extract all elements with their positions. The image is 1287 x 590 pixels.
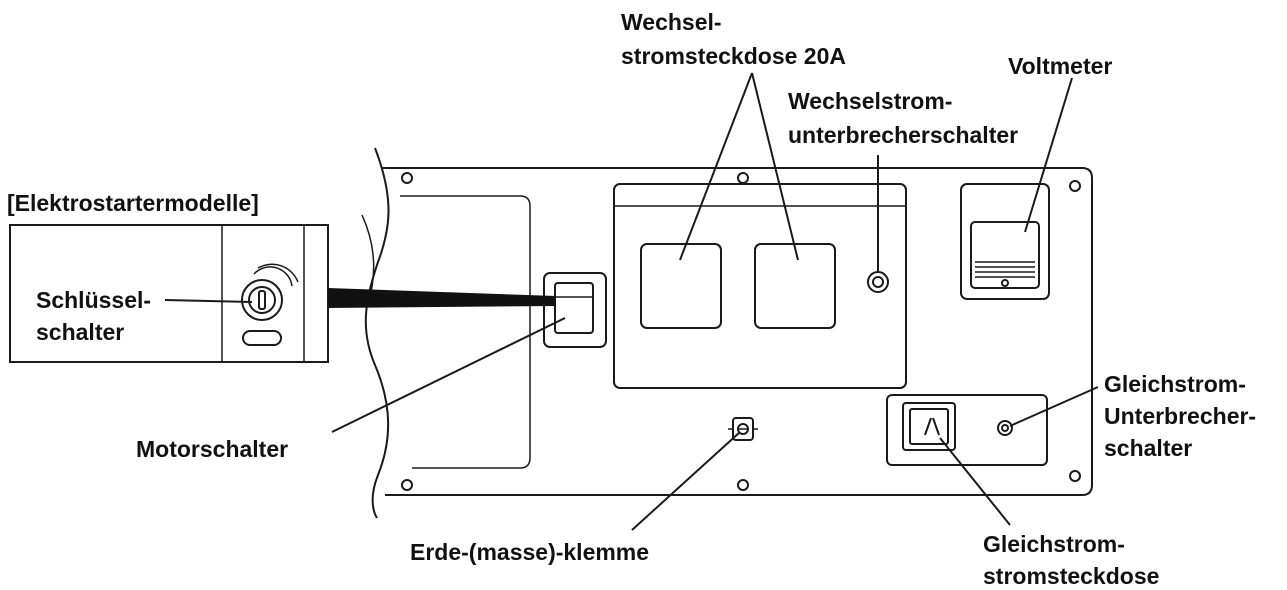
ac-breaker-icon[interactable] <box>867 271 889 293</box>
key-switch-label-line1: Schlüssel- <box>36 287 151 313</box>
dc-breaker-label-line2: Unterbrecher- <box>1104 403 1256 429</box>
dc-outlet-label-line1: Gleichstrom- <box>983 531 1125 557</box>
voltmeter-icon <box>960 183 1050 300</box>
panel-outline <box>382 167 1093 496</box>
dc-breaker-icon[interactable] <box>997 420 1013 436</box>
ground-terminal-icon <box>728 417 758 441</box>
screw-icon <box>401 479 413 491</box>
dc-breaker-label-line3: schalter <box>1104 435 1192 461</box>
screw-icon <box>737 479 749 491</box>
ac-outlet-label-line1: Wechsel- <box>621 9 722 35</box>
dc-outlet-label-line2: stromsteckdose <box>983 563 1159 589</box>
leader-lines <box>164 72 1099 531</box>
ground-terminal-label: Erde-(masse)-klemme <box>410 539 649 565</box>
screw-icon <box>737 172 749 184</box>
engine-switch-label: Motorschalter <box>136 436 288 462</box>
dc-breaker-label-line1: Gleichstrom- <box>1104 371 1246 397</box>
dc-outlet-icon[interactable] <box>902 402 956 451</box>
inset-pointer <box>328 288 556 308</box>
ac-outlet-right[interactable] <box>754 243 836 329</box>
ac-breaker-label-line2: unterbrecherschalter <box>788 122 1018 148</box>
panel-break-edge-outer <box>364 147 390 519</box>
electric-start-models-label: [Elektrostartermodelle] <box>7 190 259 216</box>
key-switch-icon[interactable] <box>241 263 299 346</box>
decal-panel <box>400 195 531 469</box>
ac-breaker-label-line1: Wechselstrom- <box>788 88 952 114</box>
screw-icon <box>1069 470 1081 482</box>
screw-icon <box>401 172 413 184</box>
engine-switch-icon[interactable] <box>543 272 607 348</box>
ac-outlet-left[interactable] <box>640 243 722 329</box>
key-switch-label-line2: schalter <box>36 319 124 345</box>
ac-outlet-label-line2: stromsteckdose 20A <box>621 43 846 69</box>
screw-icon <box>1069 180 1081 192</box>
voltmeter-label: Voltmeter <box>1008 53 1112 79</box>
